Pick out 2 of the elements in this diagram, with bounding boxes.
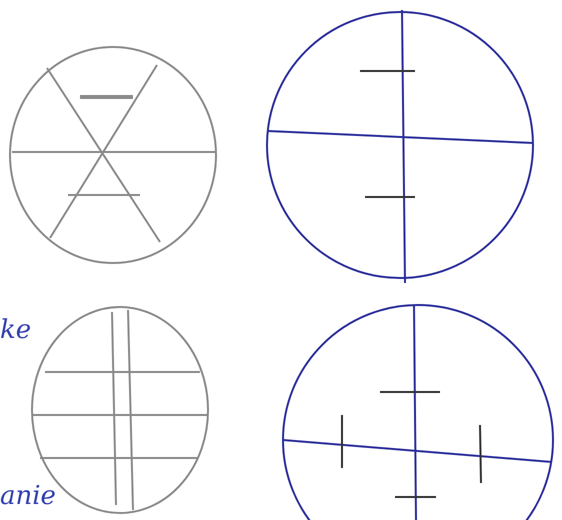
handwritten-word: ke — [0, 316, 32, 344]
handwritten-word: anie — [0, 482, 56, 510]
